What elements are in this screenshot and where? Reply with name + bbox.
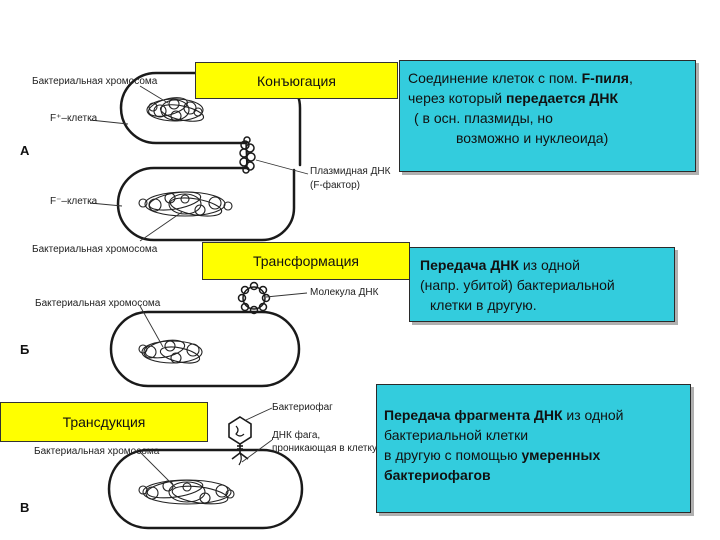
label-f-plus-cell: F⁺–клетка: [50, 113, 97, 124]
panel-letter-c: В: [20, 500, 29, 515]
description-box-transformation: Передача ДНК из одной (напр. убитой) бак…: [409, 247, 675, 322]
desc-conjugation-line1: Соединение клеток с пом.: [408, 70, 582, 86]
description-box-transduction: Передача фрагмента ДНК из одной бактериа…: [376, 384, 691, 513]
free-dna-molecule: [239, 283, 270, 314]
label-f-factor: (F-фактор): [310, 180, 360, 191]
desc-conjugation-line2: через который: [408, 90, 506, 106]
label-chromosome-recipient: Бактериальная хромосома: [35, 298, 160, 309]
desc-conjugation-line2-bold: передается ДНК: [506, 90, 618, 106]
chromosome-tangle-f-minus: [139, 189, 232, 220]
desc-transformation-line3: клетки в другую.: [420, 295, 674, 315]
desc-transduction-line4-bold: бактериофагов: [384, 467, 491, 483]
desc-conjugation-line4: возможно и нуклеоида): [408, 128, 695, 148]
desc-transformation-line2: (напр. убитой) бактериальной: [420, 275, 674, 295]
label-bacteriophage: Бактериофаг: [272, 402, 333, 413]
label-phage-dna: ДНК фага,: [272, 430, 320, 441]
host-cell: [109, 450, 302, 528]
desc-transduction-line3-bold: умеренных: [522, 447, 601, 463]
process-box-conjugation: Конъюгация: [195, 62, 398, 99]
desc-transduction-line1: из одной: [563, 407, 624, 423]
process-box-transformation: Трансформация: [202, 242, 410, 280]
desc-conjugation-line1-bold: F-пиля: [582, 70, 629, 86]
label-chromosome-host: Бактериальная хромосома: [34, 446, 159, 457]
chromosome-tangle-host: [139, 477, 234, 507]
process-title-transformation: Трансформация: [253, 253, 359, 269]
label-f-minus-cell: F⁻–клетка: [50, 196, 97, 207]
panel-letter-b: Б: [20, 342, 29, 357]
desc-transduction-line1-bold: Передача фрагмента ДНК: [384, 407, 563, 423]
desc-transduction-line3: в другую с помощью: [384, 447, 522, 463]
process-box-transduction: Трансдукция: [0, 402, 208, 442]
chromosome-tangle-recipient: [139, 337, 202, 366]
label-chromosome-bottom: Бактериальная хромосома: [32, 244, 157, 255]
f-minus-cell: [118, 168, 294, 240]
process-title-transduction: Трансдукция: [63, 414, 146, 430]
desc-conjugation-line1-end: ,: [629, 70, 633, 86]
label-plasmid-dna: Плазмидная ДНК: [310, 166, 390, 177]
desc-transformation-line1: из одной: [519, 257, 580, 273]
desc-conjugation-line3: ( в осн. плазмиды, но: [408, 108, 695, 128]
process-title-conjugation: Конъюгация: [257, 73, 336, 89]
label-chromosome-top: Бактериальная хромосома: [32, 76, 157, 87]
desc-transformation-line1-bold: Передача ДНК: [420, 257, 519, 273]
label-phage-dna-entering: проникающая в клетку: [272, 443, 377, 454]
description-box-conjugation: Соединение клеток с пом. F-пиля, через к…: [399, 60, 696, 172]
desc-transduction-line2: бактериальной клетки: [384, 425, 690, 445]
panel-letter-a: А: [20, 143, 29, 158]
label-dna-molecule: Молекула ДНК: [310, 287, 378, 298]
